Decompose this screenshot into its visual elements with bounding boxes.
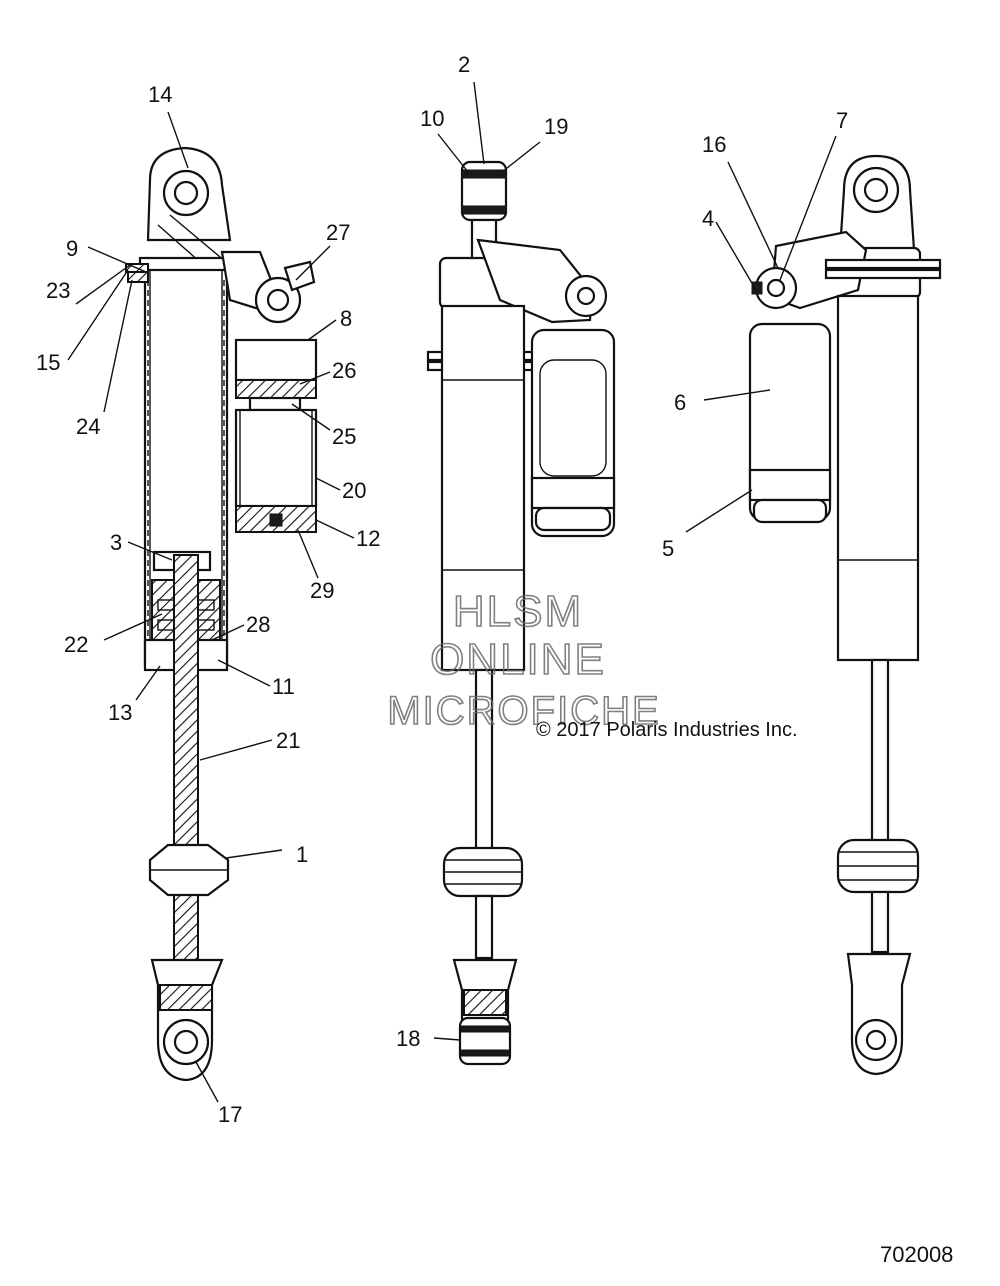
callout-8: 8 [340, 306, 352, 331]
shaft-21 [173, 554, 199, 981]
drawing-number: 702008 [880, 1242, 953, 1267]
callout-9: 9 [66, 236, 78, 261]
shock-assembled-front-view [426, 160, 616, 1066]
callout-13: 13 [108, 700, 132, 725]
schrader-valve-29 [269, 513, 283, 527]
callout-26: 26 [332, 358, 356, 383]
callout-24: 24 [76, 414, 100, 439]
callout-4: 4 [702, 206, 714, 231]
callout-21: 21 [276, 728, 300, 753]
shaft-right [870, 658, 890, 844]
reservoir-ring-5 [748, 468, 832, 502]
reservoir-body-20 [234, 408, 318, 508]
reservoir-bridge-mid [476, 238, 594, 324]
callout-7: 7 [836, 108, 848, 133]
callout-18: 18 [396, 1026, 420, 1051]
callout-14: 14 [148, 82, 172, 107]
leader-lines [67, 81, 837, 1103]
lower-bushing-18 [458, 1016, 512, 1066]
reservoir-top-8 [234, 338, 318, 382]
callout-25: 25 [332, 424, 356, 449]
callout-22: 22 [64, 632, 88, 657]
shock-cross-section-view [125, 146, 318, 1082]
callout-1: 1 [296, 842, 308, 867]
callout-15: 15 [36, 350, 60, 375]
callout-6: 6 [674, 390, 686, 415]
callout-17: 17 [218, 1102, 242, 1127]
copyright-notice: © 2017 Polaris Industries Inc. [536, 719, 798, 741]
main-body-right [836, 294, 920, 662]
watermark-line-1: HLSM [453, 587, 583, 636]
callout-labels: 14 9 23 15 24 27 8 26 25 20 12 29 3 22 2… [36, 52, 848, 1127]
callout-11: 11 [272, 674, 295, 699]
main-body-mid [440, 304, 526, 672]
fitting-24 [127, 271, 149, 283]
callout-10: 10 [420, 106, 444, 131]
shock-assembled-side-view [748, 154, 942, 1076]
watermark-line-2: ONLINE [430, 635, 606, 684]
callout-23: 23 [46, 278, 70, 303]
upper-eyelet-hole [173, 180, 199, 206]
callout-3: 3 [110, 530, 122, 555]
callout-12: 12 [356, 526, 380, 551]
watermark-line-3: MICROFICHE [387, 689, 660, 733]
callout-20: 20 [342, 478, 366, 503]
callout-29: 29 [310, 578, 334, 603]
watermark: HLSM ONLINE MICROFICHE [387, 586, 660, 734]
callout-5: 5 [662, 536, 674, 561]
callout-2: 2 [458, 52, 470, 77]
callout-19: 19 [544, 114, 568, 139]
callout-16: 16 [702, 132, 726, 157]
callout-27: 27 [326, 220, 350, 245]
callout-28: 28 [246, 612, 270, 637]
